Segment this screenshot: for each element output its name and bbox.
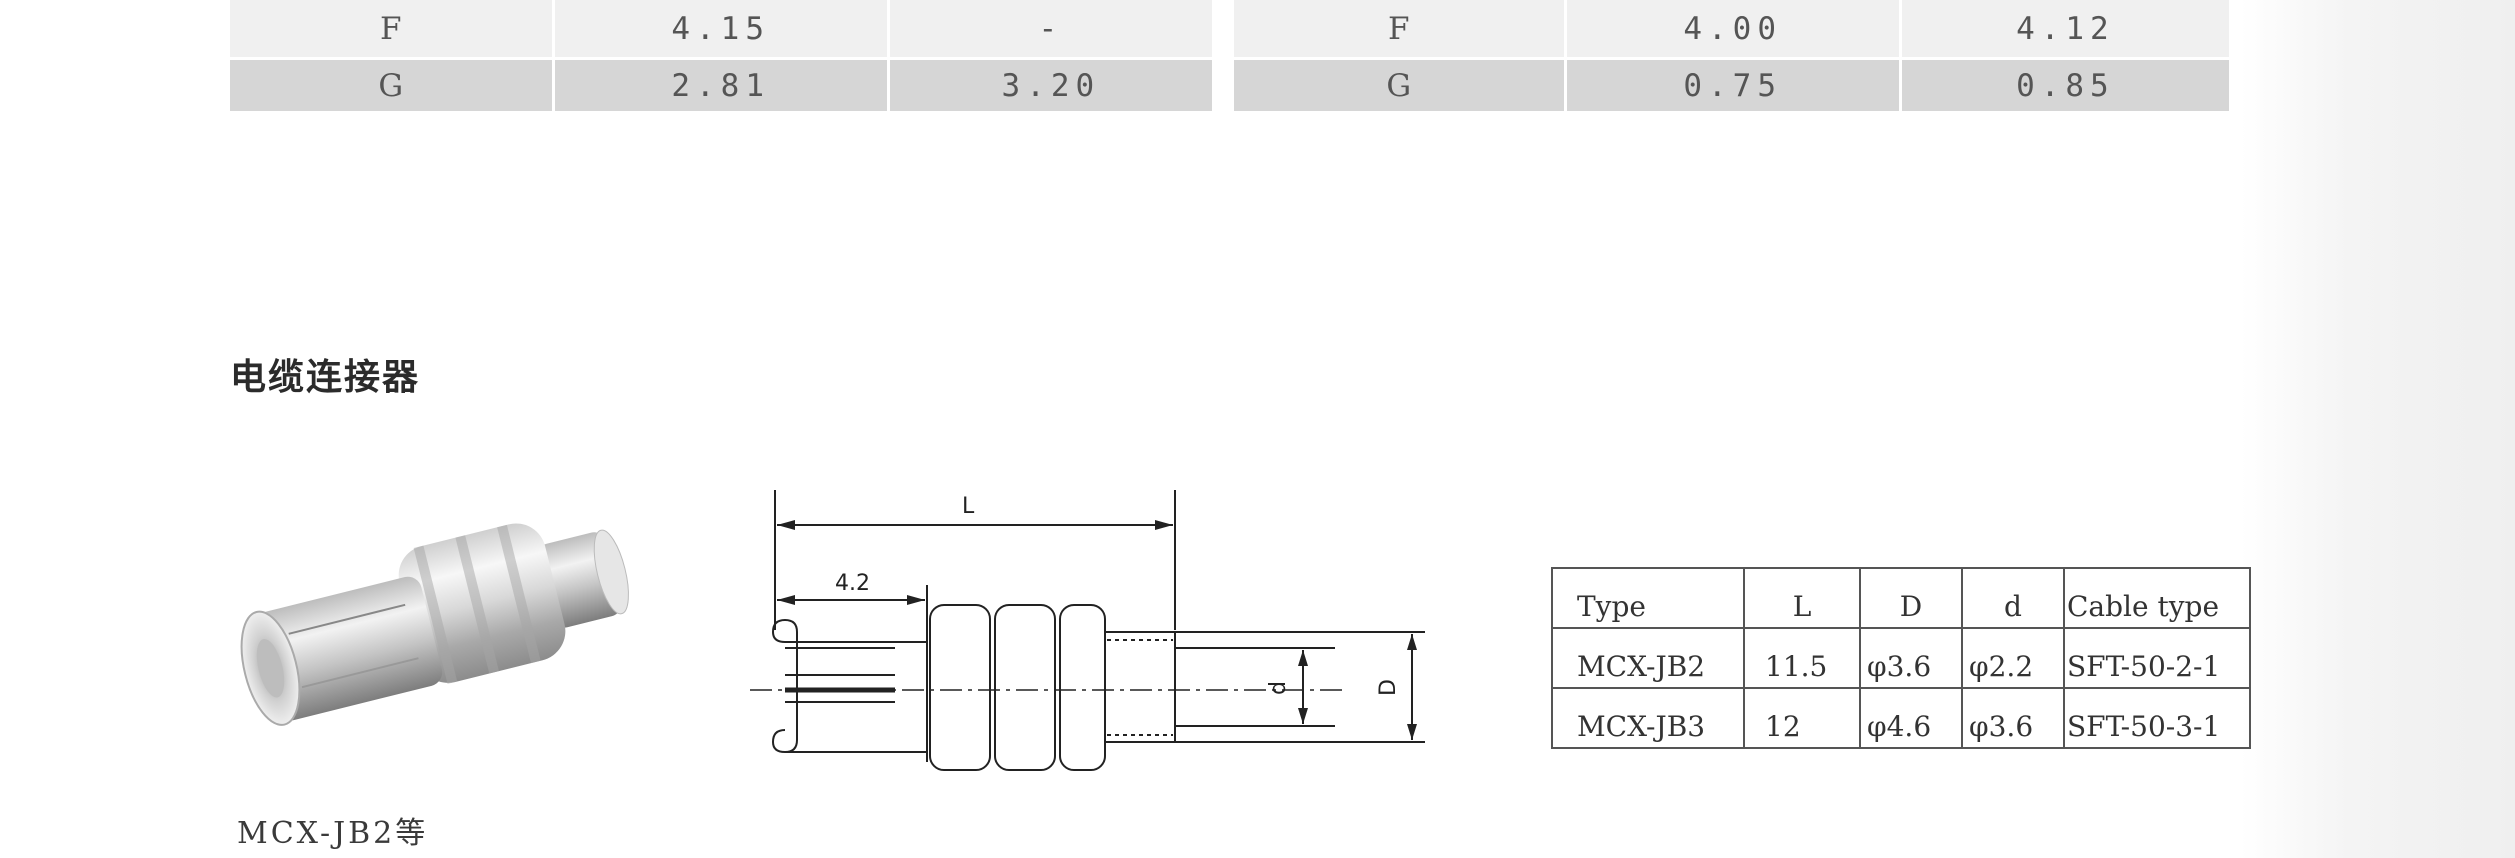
photo-caption: MCX-JB2等 xyxy=(237,816,429,851)
value-cell: 4.12 xyxy=(1901,0,2229,57)
value-cell: 4.00 xyxy=(1566,0,1902,57)
cell-length: 11.5 xyxy=(1743,627,1861,689)
dim-label-l: L xyxy=(962,494,975,519)
column-header: d xyxy=(1961,567,2065,629)
cell-cable-type: SFT-50-3-1 xyxy=(2063,687,2251,749)
body-rib xyxy=(1059,604,1106,771)
table-row: G 2.81 3.20 xyxy=(230,57,1212,111)
dim-label-outer: D xyxy=(1376,679,1401,696)
table-row: F 4.00 4.12 xyxy=(1234,0,2229,57)
row-label: G xyxy=(1234,57,1567,111)
cell-length: 12 xyxy=(1743,687,1861,749)
cell-type: MCX-JB2 xyxy=(1551,627,1745,689)
body-rib xyxy=(994,604,1056,771)
arrowhead xyxy=(1155,520,1173,530)
dimension-table-left: F 4.15 - G 2.81 3.20 xyxy=(230,0,1212,111)
arrowhead xyxy=(1298,650,1308,666)
table-row: F 4.15 - xyxy=(230,0,1212,57)
contact-finger xyxy=(771,729,927,753)
value-cell: 0.85 xyxy=(1901,57,2229,111)
table-row: MCX-JB2 11.5 φ3.6 φ2.2 SFT-50-2-1 xyxy=(1551,627,2251,689)
row-label: F xyxy=(230,0,555,57)
dim-label-inner: d xyxy=(1266,681,1291,695)
value-cell: 3.20 xyxy=(889,57,1212,111)
arrowhead xyxy=(907,595,925,605)
crimp-sleeve xyxy=(1104,631,1176,743)
section-title: 电缆连接器 xyxy=(230,357,421,398)
column-header: D xyxy=(1859,567,1963,629)
contact-tip xyxy=(784,619,798,753)
value-cell: 2.81 xyxy=(554,57,890,111)
arrowhead xyxy=(777,520,795,530)
cell-type: MCX-JB3 xyxy=(1551,687,1745,749)
value-cell: 4.15 xyxy=(554,0,890,57)
body-rib xyxy=(929,604,991,771)
arrowhead xyxy=(1298,708,1308,724)
arrowhead xyxy=(1407,634,1417,650)
cell-inner-diameter: φ2.2 xyxy=(1961,627,2065,689)
dim-label-offset: 4.2 xyxy=(835,571,870,596)
contact-finger xyxy=(771,619,927,643)
row-label: G xyxy=(230,57,555,111)
cell-outer-diameter: φ4.6 xyxy=(1859,687,1963,749)
arrowhead xyxy=(777,595,795,605)
cell-outer-diameter: φ3.6 xyxy=(1859,627,1963,689)
column-header: Cable type xyxy=(2063,567,2251,629)
spec-table: Type L D d Cable type MCX-JB2 11.5 φ3.6 … xyxy=(1551,567,2251,749)
cell-inner-diameter: φ3.6 xyxy=(1961,687,2065,749)
column-header: Type xyxy=(1551,567,1745,629)
dimension-table-right: F 4.00 4.12 G 0.75 0.85 xyxy=(1234,0,2229,111)
table-row: MCX-JB3 12 φ4.6 φ3.6 SFT-50-3-1 xyxy=(1551,687,2251,749)
connector-drawing: L 4.2 d D xyxy=(750,490,1425,771)
table-header-row: Type L D d Cable type xyxy=(1551,567,2251,629)
value-cell: 0.75 xyxy=(1566,57,1902,111)
background-shade xyxy=(2240,0,2515,858)
row-label: F xyxy=(1234,0,1567,57)
cell-cable-type: SFT-50-2-1 xyxy=(2063,627,2251,689)
column-header: L xyxy=(1743,567,1861,629)
arrowhead xyxy=(1407,724,1417,740)
connector-photo xyxy=(240,523,629,726)
table-row: G 0.75 0.85 xyxy=(1234,57,2229,111)
value-cell: - xyxy=(889,0,1212,57)
